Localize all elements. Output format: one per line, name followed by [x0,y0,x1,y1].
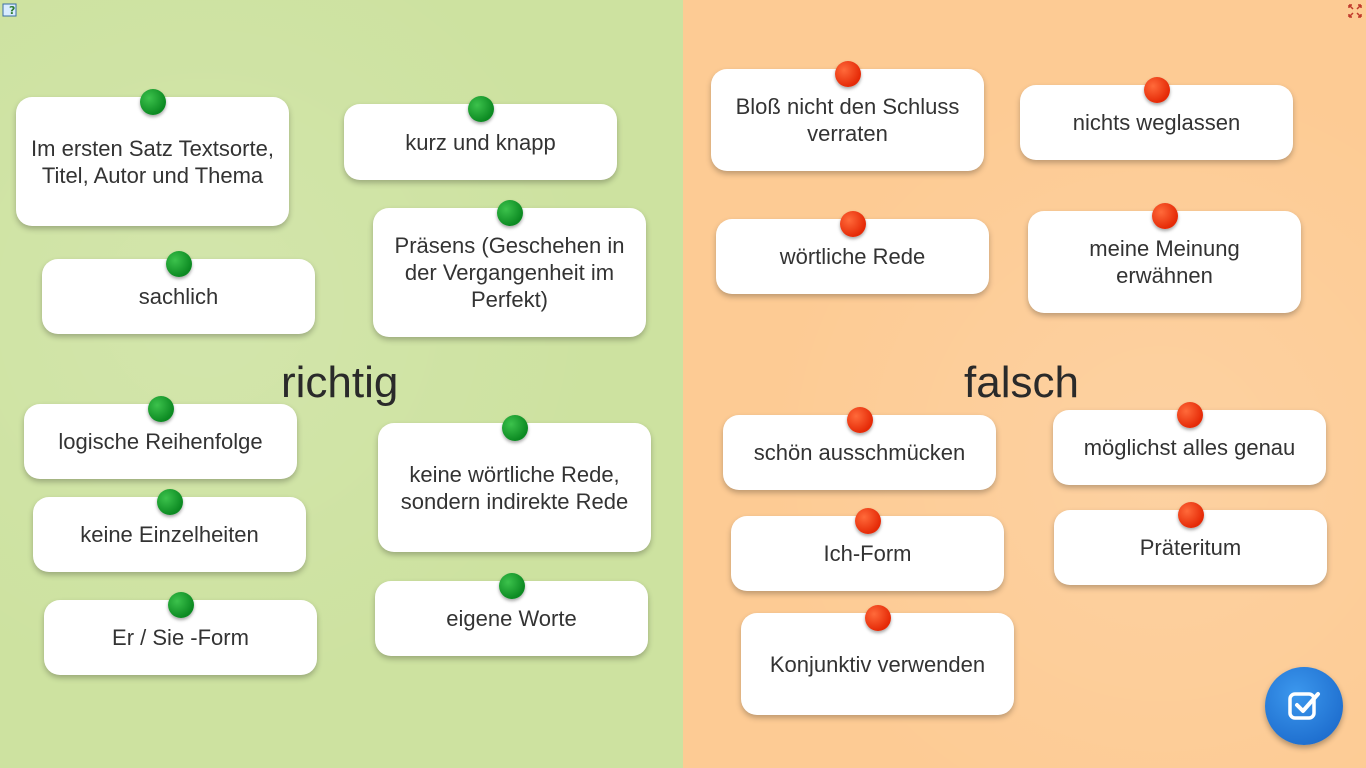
card-label: Ich-Form [823,541,912,566]
green-pin-icon [147,396,174,422]
card-richtig[interactable]: Präsens (Geschehen in der Vergangenheit … [373,200,646,337]
help-icon[interactable]: ? [2,2,20,20]
card-label: Präteritum [1139,535,1242,560]
card-label: keine wörtliche Rede, sondern indirekte … [400,461,629,514]
green-pin-icon [496,200,523,226]
card-label: kurz und knapp [405,129,556,155]
green-pin-icon [467,96,494,122]
card-label: sachlich [138,284,219,309]
card-label: wörtliche Rede [779,244,926,269]
card-label: logische Reihenfolge [58,429,263,454]
check-icon [1288,692,1320,720]
red-pin-icon [834,61,861,87]
card-falsch[interactable]: Ich-Form [731,508,1004,591]
card-richtig[interactable]: sachlich [42,251,315,334]
card-label: schön ausschmücken [753,440,966,465]
card-falsch[interactable]: meine Meinung erwähnen [1028,203,1301,313]
card-label: möglichst alles genau [1083,435,1296,460]
card-label: meine Meinung erwähnen [1089,236,1240,288]
card-richtig[interactable]: Er / Sie -Form [44,592,317,675]
richtig-heading: richtig [281,358,399,407]
green-pin-icon [501,415,528,441]
card-falsch[interactable]: möglichst alles genau [1053,402,1326,485]
card-label: Er / Sie -Form [112,625,249,650]
red-pin-icon [839,211,866,237]
card-label: nichts weglassen [1072,110,1241,135]
card-richtig[interactable]: keine wörtliche Rede, sondern indirekte … [378,415,651,552]
card-falsch[interactable]: nichts weglassen [1020,77,1293,160]
red-pin-icon [864,605,891,631]
card-label: Konjunktiv verwenden [769,651,986,677]
red-pin-icon [846,407,873,433]
card-label: Im ersten Satz Textsorte, Titel, Autor u… [31,135,274,188]
card-falsch[interactable]: Bloß nicht den Schluss verraten [711,61,984,171]
green-pin-icon [165,251,192,277]
card-falsch[interactable]: schön ausschmücken [723,407,996,490]
check-answers-button[interactable] [1265,667,1343,745]
card-label: Präsens (Geschehen in der Vergangenheit … [394,233,625,312]
green-pin-icon [167,592,194,618]
svg-text:?: ? [9,4,15,17]
red-pin-icon [854,508,881,534]
falsch-heading: falsch [964,358,1079,407]
card-richtig[interactable]: kurz und knapp [344,96,617,180]
green-pin-icon [139,89,166,115]
red-pin-icon [1177,502,1204,528]
card-richtig[interactable]: Im ersten Satz Textsorte, Titel, Autor u… [16,89,289,226]
card-richtig[interactable]: logische Reihenfolge [24,396,297,479]
card-falsch[interactable]: Konjunktiv verwenden [741,605,1014,715]
card-richtig[interactable]: keine Einzelheiten [33,489,306,572]
card-falsch[interactable]: Präteritum [1054,502,1327,585]
card-falsch[interactable]: wörtliche Rede [716,211,989,294]
red-pin-icon [1151,203,1178,229]
green-pin-icon [156,489,183,515]
card-label: keine Einzelheiten [80,522,259,547]
red-pin-icon [1176,402,1203,428]
fullscreen-icon[interactable] [1346,2,1364,20]
red-pin-icon [1143,77,1170,103]
card-richtig[interactable]: eigene Worte [375,573,648,656]
card-label: Bloß nicht den Schluss verraten [735,94,960,146]
green-pin-icon [498,573,525,599]
card-label: eigene Worte [446,606,577,631]
